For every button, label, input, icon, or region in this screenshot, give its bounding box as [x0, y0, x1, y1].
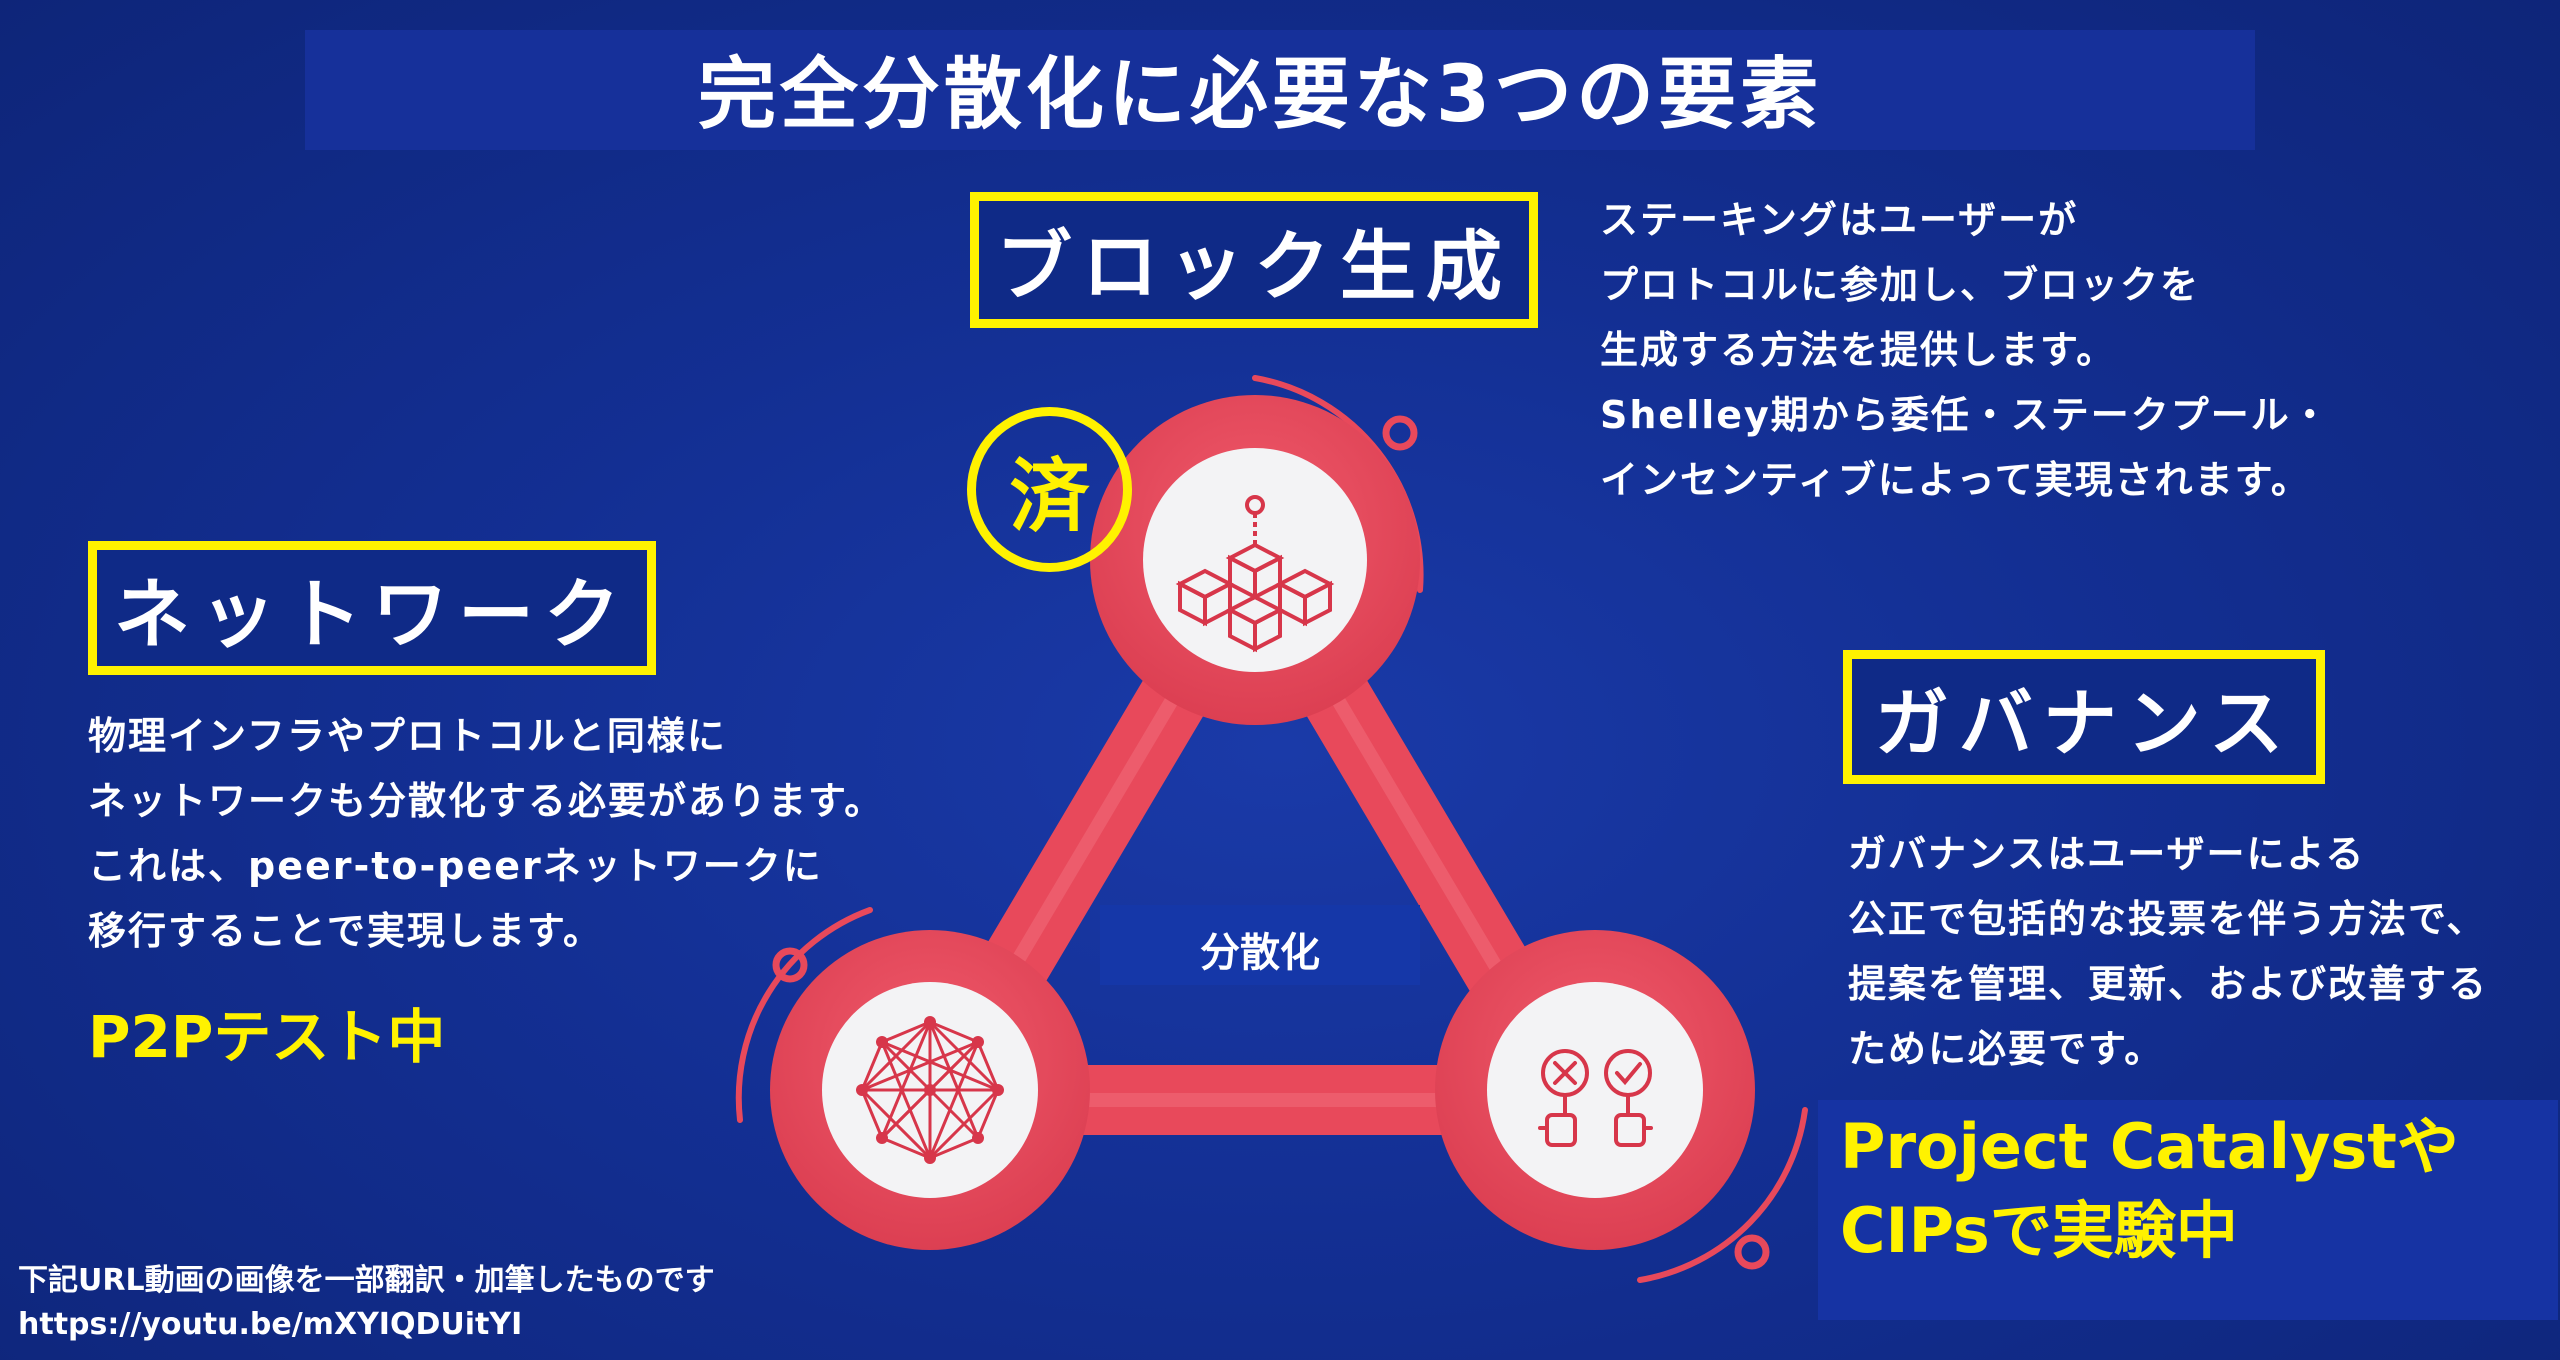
orbit-arc-right [1637, 1107, 1808, 1283]
voting-hands-icon [1538, 1049, 1653, 1147]
description-line: 移行することで実現します。 [88, 909, 604, 953]
page-title: 完全分散化に必要な3つの要素 [697, 50, 1823, 140]
description-line: 物理インフラやプロトコルと同様に [88, 714, 727, 758]
description-line: 生成する方法を提供します。 [1600, 328, 2117, 372]
orbit-dot-right [1734, 1234, 1770, 1270]
orbit-arc-left [735, 907, 873, 1123]
description-line: 提案を管理、更新、および改善する [1848, 962, 2489, 1006]
description-line: ために必要です。 [1848, 1027, 2165, 1071]
description-line: ステーキングはユーザーが [1600, 198, 2079, 242]
description-line: ネットワークも分散化する必要があります。 [88, 779, 885, 823]
center-label-panel [1100, 905, 1420, 985]
heading-network: ネットワーク [88, 541, 656, 675]
network-mesh-icon [860, 1020, 1000, 1160]
node-block-production [1090, 395, 1420, 725]
description-line: インセンティブによって実現されます。 [1600, 458, 2311, 502]
description-block-production: ステーキングはユーザーが プロトコルに参加し、ブロックを 生成する方法を提供しま… [1600, 188, 2331, 513]
blocks-icon [1175, 495, 1335, 653]
node-governance [1435, 930, 1755, 1250]
footer-note: 下記URL動画の画像を一部翻訳・加筆したものです [18, 1263, 715, 1298]
completed-stamp: 済 [967, 407, 1132, 572]
description-line: プロトコルに参加し、ブロックを [1600, 263, 2201, 307]
node-network [770, 930, 1090, 1250]
description-network: 物理インフラやプロトコルと同様に ネットワークも分散化する必要があります。 これ… [88, 704, 884, 964]
heading-block-production-text: ブロック生成 [996, 222, 1512, 311]
heading-network-text: ネットワーク [114, 570, 630, 659]
title-panel [305, 30, 2255, 150]
heading-governance: ガバナンス [1843, 650, 2325, 784]
status-line: Project Catalystや [1840, 1110, 2459, 1183]
description-line: Shelley期から委任・ステークプール・ [1600, 393, 2331, 437]
description-line: これは、peer-to-peerネットワークに [88, 844, 823, 888]
triangle-frame [900, 525, 1610, 1135]
status-network: P2Pテスト中 [88, 1003, 446, 1071]
description-governance: ガバナンスはユーザーによる 公正で包括的な投票を伴う方法で、 提案を管理、更新、… [1848, 822, 2488, 1082]
description-line: ガバナンスはユーザーによる [1848, 832, 2366, 876]
heading-block-production: ブロック生成 [970, 192, 1538, 328]
status-governance-panel [1818, 1100, 2558, 1320]
heading-governance-text: ガバナンス [1874, 680, 2294, 767]
network-mesh-nodes [856, 1016, 1004, 1164]
status-governance: Project Catalystや CIPsで実験中 [1840, 1105, 2459, 1273]
orbit-dot-top [1382, 415, 1418, 451]
footer-source-url[interactable]: https://youtu.be/mXYIQDUitYI [18, 1307, 523, 1342]
orbit-dot-left [772, 947, 808, 983]
center-label-decentralization: 分散化 [1200, 930, 1320, 976]
status-line: CIPsで実験中 [1840, 1194, 2238, 1267]
description-line: 公正で包括的な投票を伴う方法で、 [1848, 897, 2487, 941]
